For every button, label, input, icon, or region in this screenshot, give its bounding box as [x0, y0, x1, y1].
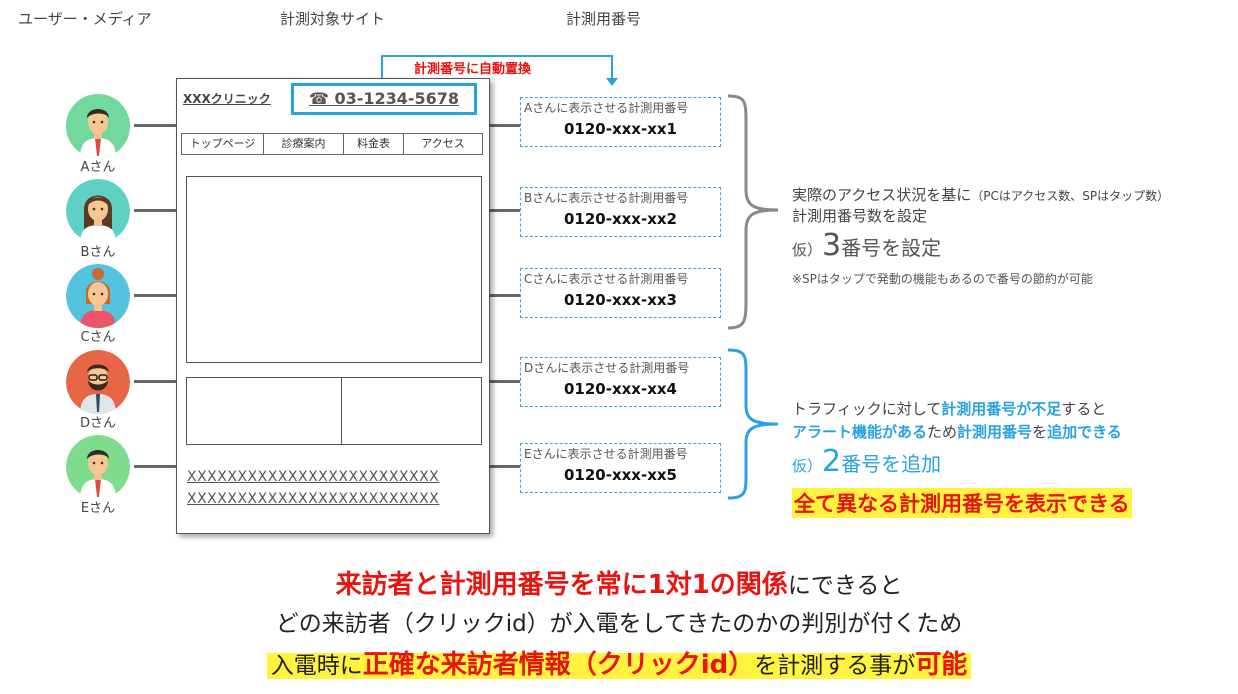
number-caption: Bさんに表示させる計測用番号	[524, 191, 689, 205]
site-phone-number: ☎ 03-1234-5678	[291, 83, 477, 115]
note-bottom-text: を	[1032, 423, 1048, 441]
note-top-small: （PCはアクセス数、SPはタップ数）	[971, 189, 1170, 203]
woman-bun-icon	[66, 264, 130, 328]
note-bottom-count: 仮）2番号を追加	[792, 444, 941, 479]
header-number: 計測用番号	[566, 10, 642, 28]
number-value: 0120-xxx-xx2	[563, 210, 677, 228]
connector-c-site	[134, 294, 176, 297]
replace-label: 計測番号に自動置換	[414, 62, 532, 77]
summary-emphasis: 来訪者と計測用番号を常に1対1の関係	[335, 570, 788, 600]
summary-line3: 入電時に正確な来訪者情報（クリックid）を計測する事が可能	[0, 644, 1238, 681]
site-content-right	[341, 377, 482, 445]
user-label: Bさん	[80, 245, 116, 260]
summary-line2: どの来訪者（クリックid）が入電をしてきたのかの判別が付くため	[275, 611, 963, 637]
connector-site-a	[490, 124, 520, 127]
note-bottom-text: アラート機能がある	[792, 423, 928, 441]
user-label: Aさん	[80, 160, 116, 175]
number-caption: Eさんに表示させる計測用番号	[524, 447, 688, 461]
note-bottom-text: すると	[1061, 400, 1107, 418]
note-top-prefix: 仮）	[792, 241, 823, 259]
note-bottom-text: ため	[927, 423, 958, 441]
number-value: 0120-xxx-xx3	[563, 291, 677, 309]
note-top-line1: 実際のアクセス状況を基に（PCはアクセス数、SPはタップ数）	[792, 184, 1169, 205]
site-logo: XXXクリニック	[183, 92, 271, 106]
note-top-big: 3	[822, 228, 842, 263]
note-top-footnote: ※SPはタップで発動の機能もあるので番号の節約が可能	[792, 272, 1093, 286]
number-box-b: Bさんに表示させる計測用番号 0120-xxx-xx2	[520, 187, 721, 237]
avatar-d	[66, 350, 130, 414]
avatar-e	[66, 435, 130, 499]
nav-item-services: 診療案内	[264, 134, 344, 154]
header-user-media: ユーザー・メディア	[18, 10, 152, 28]
number-caption: Dさんに表示させる計測用番号	[524, 361, 690, 375]
man-blonde-icon	[66, 94, 130, 158]
avatar-a	[66, 94, 130, 158]
summary-emphasis: 正確な来訪者情報（クリックid）	[362, 650, 755, 680]
note-top-count: 仮）3番号を設定	[792, 228, 941, 263]
number-box-e: Eさんに表示させる計測用番号 0120-xxx-xx5	[520, 443, 721, 493]
connector-a-site	[134, 124, 176, 127]
avatar-c	[66, 264, 130, 328]
note-bottom-line1: トラフィックに対して計測用番号が不足すると	[792, 398, 1106, 419]
note-bottom-text: 計測用番号が不足	[941, 400, 1062, 418]
number-value: 0120-xxx-xx4	[563, 380, 677, 398]
blue-brace	[727, 348, 779, 500]
note-top-text: 実際のアクセス状況を基に	[792, 186, 972, 204]
site-main-image	[186, 176, 482, 363]
note-bottom-suffix: 番号を追加	[841, 452, 942, 476]
nav-item-price: 料金表	[344, 134, 404, 154]
man-icon	[66, 435, 130, 499]
number-caption: Cさんに表示させる計測用番号	[524, 272, 689, 286]
nav-item-access: アクセス	[421, 137, 465, 150]
gray-brace	[727, 94, 779, 330]
number-box-d: Dさんに表示させる計測用番号 0120-xxx-xx4	[520, 357, 721, 407]
connector-site-d	[490, 380, 520, 383]
connector-b-site	[134, 209, 176, 212]
note-bottom-prefix: 仮）	[792, 457, 823, 475]
user-label: Eさん	[80, 501, 116, 516]
connector-d-site	[134, 380, 176, 383]
summary-text: 入電時に	[270, 653, 363, 679]
user-label: Dさん	[79, 416, 116, 431]
note-bottom-line2: アラート機能があるため計測用番号を追加できる	[792, 421, 1122, 442]
summary-emphasis: 可能	[915, 650, 968, 680]
summary-text: にできると	[787, 573, 903, 599]
number-value: 0120-xxx-xx5	[563, 466, 677, 484]
avatar-b	[66, 179, 130, 243]
connector-site-c	[490, 294, 520, 297]
number-caption: Aさんに表示させる計測用番号	[524, 101, 689, 115]
woman-icon	[66, 179, 130, 243]
user-label: Cさん	[80, 330, 116, 345]
note-top-line2: 計測用番号数を設定	[792, 207, 928, 225]
summary-text: を計測する事が	[754, 653, 916, 679]
site-footer-line: XXXXXXXXXXXXXXXXXXXXXXXXX	[187, 491, 440, 507]
header-site: 計測対象サイト	[280, 10, 386, 28]
note-bottom-text: 計測用番号	[957, 423, 1033, 441]
man-beard-icon	[66, 350, 130, 414]
note-bottom-text: トラフィックに対して	[792, 400, 942, 418]
number-value: 0120-xxx-xx1	[563, 120, 677, 138]
number-box-c: Cさんに表示させる計測用番号 0120-xxx-xx3	[520, 268, 721, 318]
note-bottom-text: 追加できる	[1047, 423, 1122, 441]
connector-site-b	[490, 209, 520, 212]
site-mockup: XXXクリニック ☎ 03-1234-5678 トップページ 診療案内 料金表 …	[176, 78, 490, 534]
number-box-a: Aさんに表示させる計測用番号 0120-xxx-xx1	[520, 97, 721, 147]
summary-highlight: 入電時に正確な来訪者情報（クリックid）を計測する事が可能	[266, 650, 972, 680]
site-content-left	[186, 377, 342, 445]
connector-site-e	[490, 465, 520, 468]
replace-arrow	[381, 55, 618, 94]
site-footer-line: XXXXXXXXXXXXXXXXXXXXXXXXX	[187, 469, 440, 485]
note-top-suffix: 番号を設定	[841, 236, 942, 260]
note-bottom-highlight: 全て異なる計測用番号を表示できる	[792, 488, 1132, 518]
connector-e-site	[134, 465, 176, 468]
note-bottom-big: 2	[822, 444, 842, 479]
summary-line1: 来訪者と計測用番号を常に1対1の関係にできると	[0, 564, 1238, 601]
nav-item-top: トップページ	[182, 134, 264, 154]
site-nav: トップページ 診療案内 料金表 アクセス	[181, 133, 483, 155]
